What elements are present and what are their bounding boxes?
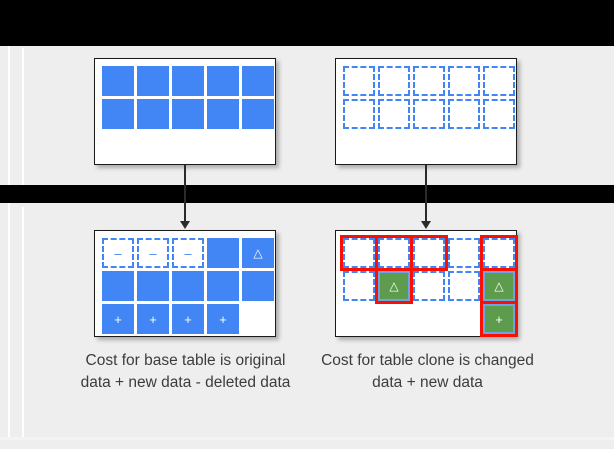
data-cell — [172, 271, 204, 301]
bottom-guide-line — [0, 437, 614, 440]
reference-cell — [448, 99, 480, 129]
reference-cell — [343, 99, 375, 129]
new-cell: + — [172, 304, 204, 334]
plus-icon: + — [495, 311, 503, 327]
data-cell — [137, 66, 169, 96]
data-cell — [172, 66, 204, 96]
reference-cell — [448, 66, 480, 96]
data-cell — [207, 271, 239, 301]
plus-icon: + — [114, 311, 122, 327]
data-cell — [242, 271, 274, 301]
highlighted-reference-cell — [410, 235, 448, 271]
reference-cell — [413, 66, 445, 96]
base-table-original-card — [94, 58, 276, 165]
new-cell: + — [102, 304, 134, 334]
highlighted-reference-cell — [340, 235, 378, 271]
plus-icon: + — [219, 311, 227, 327]
data-cell — [102, 66, 134, 96]
data-cell — [102, 271, 134, 301]
deleted-cell: – — [102, 238, 134, 268]
data-cell — [102, 99, 134, 129]
clone-table-initial-card — [335, 58, 517, 165]
clone-table-caption: Cost for table clone is changed data + n… — [321, 352, 534, 391]
reference-cell — [448, 271, 480, 301]
reference-cell — [413, 271, 445, 301]
changed-cell: △ — [480, 268, 518, 304]
new-cell: + — [480, 301, 518, 337]
reference-cell — [483, 99, 515, 129]
arrow-shaft — [184, 165, 186, 222]
clone-table-after-changes-card: △ △ + — [335, 230, 518, 337]
reference-cell — [343, 271, 375, 301]
deleted-cell: – — [137, 238, 169, 268]
data-cell — [172, 99, 204, 129]
highlighted-reference-cell — [375, 235, 413, 271]
left-guide-line-upper-inner — [22, 48, 24, 185]
reference-cell — [378, 99, 410, 129]
minus-icon: – — [149, 245, 157, 261]
plus-icon: + — [184, 311, 192, 327]
minus-icon: – — [114, 245, 122, 261]
delta-icon: △ — [389, 279, 399, 293]
data-cell — [207, 66, 239, 96]
plus-icon: + — [149, 311, 157, 327]
data-cell — [137, 99, 169, 129]
left-guide-line-lower-outer — [8, 203, 10, 438]
data-cell — [242, 66, 274, 96]
reference-cell — [483, 66, 515, 96]
changed-cell: △ — [375, 268, 413, 304]
arrow-head-icon — [421, 221, 431, 229]
left-guide-line-upper-outer — [8, 46, 10, 185]
changed-cell: △ — [242, 238, 274, 268]
new-cell: + — [207, 304, 239, 334]
highlighted-reference-cell — [480, 235, 518, 271]
data-cell — [207, 238, 239, 268]
data-cell — [137, 271, 169, 301]
reference-cell — [413, 99, 445, 129]
data-cell — [242, 99, 274, 129]
reference-cell — [448, 238, 480, 268]
new-cell: + — [137, 304, 169, 334]
deleted-cell: – — [172, 238, 204, 268]
delta-icon: △ — [253, 246, 263, 260]
base-table-after-changes-card: – – – △ + + — [94, 230, 276, 337]
left-guide-line-lower-inner — [22, 207, 24, 437]
delta-icon: △ — [494, 279, 504, 293]
arrow-head-icon — [180, 221, 190, 229]
arrow-shaft — [425, 165, 427, 222]
data-cell — [207, 99, 239, 129]
middle-black-band — [0, 185, 614, 203]
reference-cell — [343, 66, 375, 96]
base-table-caption: Cost for base table is original data + n… — [80, 352, 291, 391]
top-black-band — [0, 0, 614, 46]
reference-cell — [378, 66, 410, 96]
minus-icon: – — [184, 245, 192, 261]
